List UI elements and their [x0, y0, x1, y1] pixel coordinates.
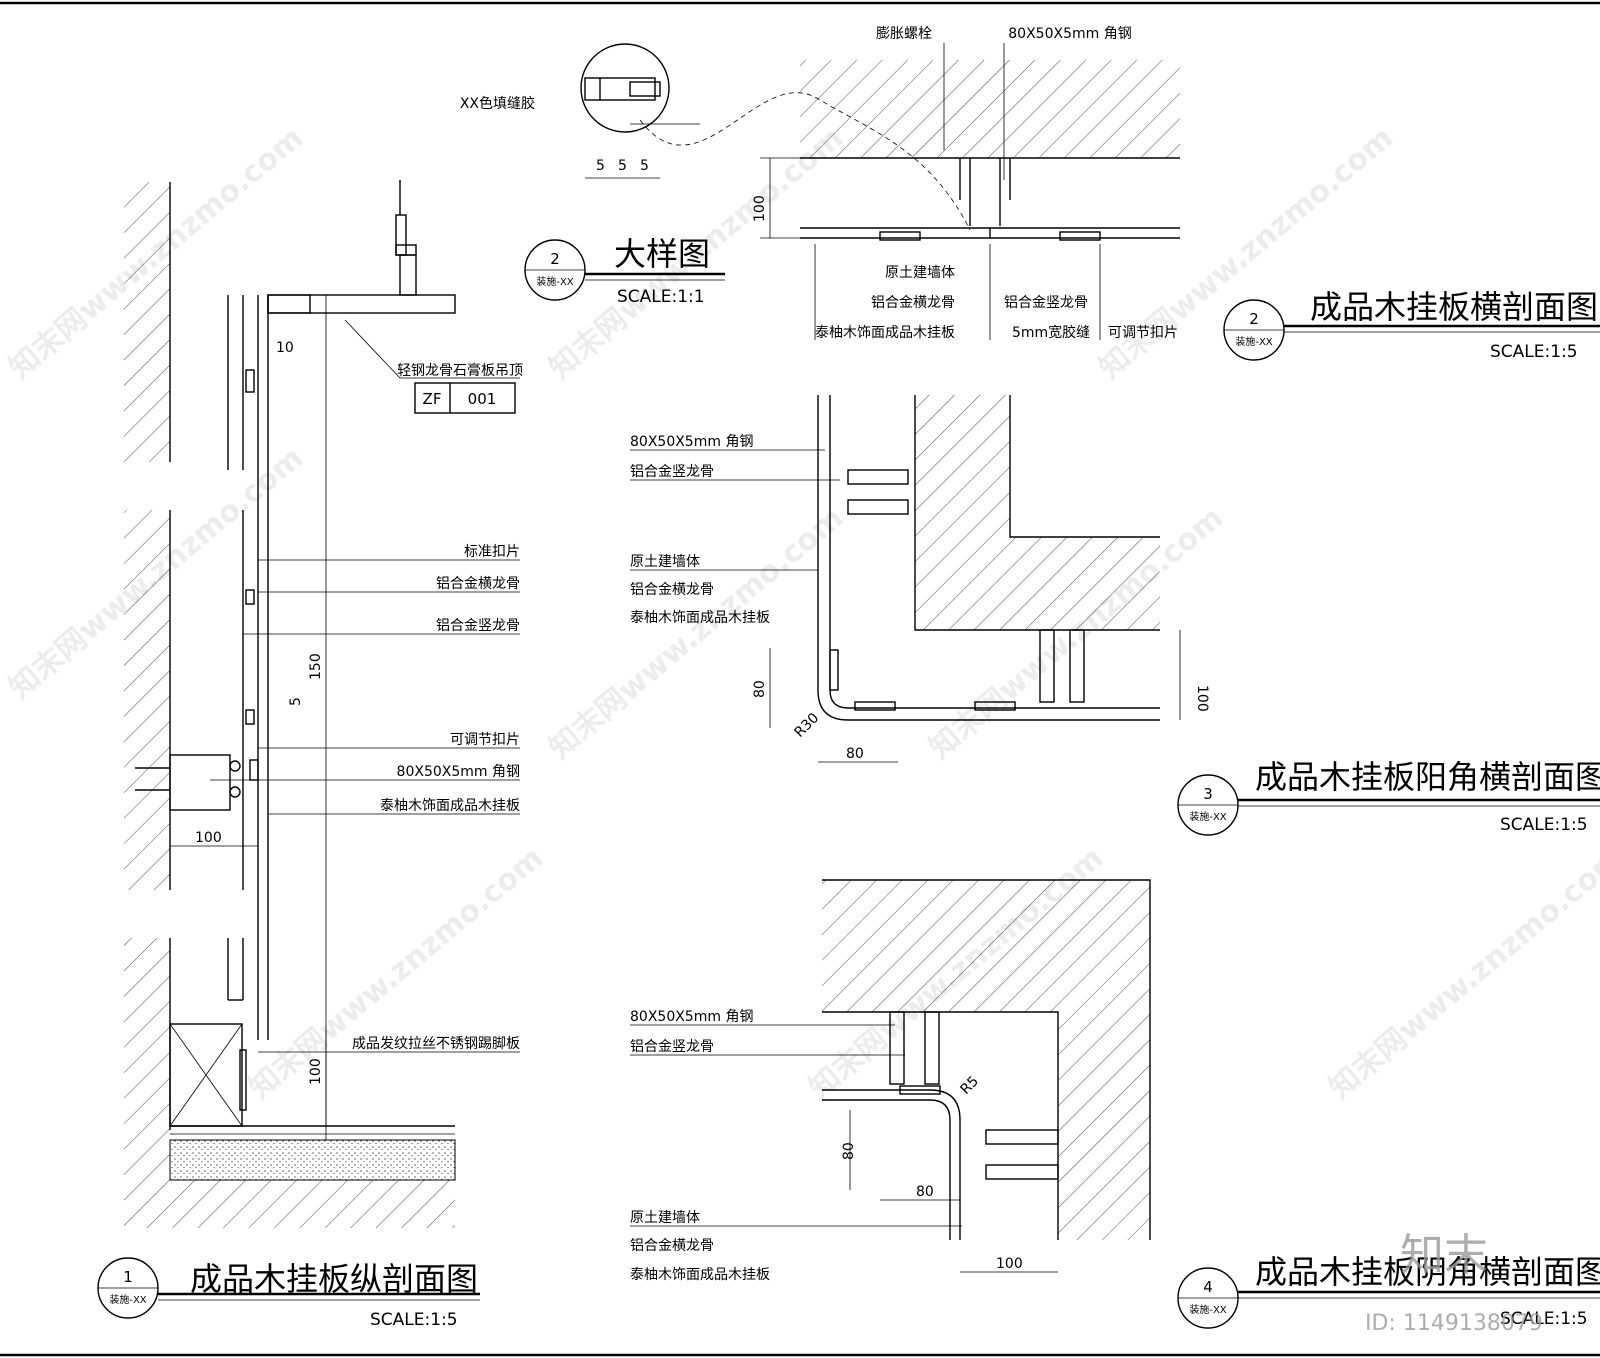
- dim-100-d3: 100: [1194, 685, 1210, 712]
- label-wall-2: 原土建墙体: [885, 265, 955, 281]
- label-vertical-keel-2: 铝合金竖龙骨: [1004, 295, 1088, 311]
- drawing-2-horizontal-section: [760, 60, 1180, 340]
- label-adjustable-clip: 可调节扣片: [450, 732, 520, 748]
- title-detail: 大样图: [614, 235, 710, 273]
- tag-right: 001: [468, 390, 497, 408]
- title-drawing-4: 成品木挂板阴角横剖面图: [1255, 1253, 1600, 1291]
- label-horizontal-keel-4: 铝合金横龙骨: [630, 1238, 714, 1254]
- bubble-sheet-2: 装施-XX: [1235, 335, 1272, 348]
- title-drawing-3: 成品木挂板阳角横剖面图: [1255, 758, 1600, 796]
- label-wood-panel-3: 泰柚木饰面成品木挂板: [630, 610, 770, 626]
- dim-80-vertical-d4: 80: [841, 1142, 857, 1160]
- label-horizontal-keel-2: 铝合金横龙骨: [871, 295, 955, 311]
- dim-100-horizontal: 100: [195, 830, 222, 846]
- title-blocks: [97, 239, 1600, 1329]
- detail-dim-2: 5: [618, 158, 627, 174]
- leader-lines: [210, 43, 1005, 1227]
- label-vertical-keel-3: 铝合金竖龙骨: [630, 464, 714, 480]
- wall-hatch: [800, 60, 1180, 158]
- scale-drawing-4: SCALE:1:5: [1500, 1309, 1588, 1329]
- watermark-4: 知末网www.znzmo.com: [543, 120, 850, 386]
- wall-hatch-middle: [124, 510, 170, 890]
- label-expansion-bolt: 膨胀螺栓: [876, 25, 932, 42]
- dim-5: 5: [288, 697, 304, 706]
- dim-100-d2: 100: [752, 195, 768, 222]
- label-wall-4: 原土建墙体: [630, 1210, 700, 1226]
- title-drawing-2: 成品木挂板横剖面图: [1310, 288, 1598, 326]
- label-ceiling: 轻钢龙骨石膏板吊顶: [397, 362, 523, 379]
- label-angle-steel-2: 80X50X5mm 角钢: [1008, 26, 1131, 42]
- wall-hatch-lower: [124, 938, 170, 1228]
- bubble-number-3: 3: [1203, 785, 1213, 803]
- floor-hatch: [170, 1180, 455, 1228]
- title-drawing-1: 成品木挂板纵剖面图: [190, 1260, 478, 1298]
- scale-detail: SCALE:1:1: [617, 287, 705, 307]
- bubble-number-2: 2: [1249, 310, 1259, 328]
- scale-drawing-2: SCALE:1:5: [1490, 342, 1578, 362]
- drawing-4-internal-corner: [822, 879, 1151, 1273]
- tag-left: ZF: [423, 390, 442, 408]
- bubble-sheet-4: 装施-XX: [1189, 1303, 1226, 1316]
- scale-drawing-1: SCALE:1:5: [370, 1310, 458, 1330]
- dim-r5: R5: [958, 1073, 982, 1097]
- watermark-9: 知末网www.znzmo.com: [1323, 840, 1600, 1106]
- label-wood-panel-4: 泰柚木饰面成品木挂板: [630, 1267, 770, 1283]
- bubble-sheet-1: 装施-XX: [109, 1293, 146, 1306]
- scale-drawing-3: SCALE:1:5: [1500, 815, 1588, 835]
- label-angle-steel-3: 80X50X5mm 角钢: [630, 434, 753, 450]
- image-id: ID: 1149138079: [1365, 1311, 1543, 1336]
- bubble-sheet-detail: 装施-XX: [536, 275, 573, 288]
- label-angle-steel-4: 80X50X5mm 角钢: [630, 1009, 753, 1025]
- dim-150: 150: [308, 653, 324, 680]
- label-sealant: XX色填缝胶: [460, 95, 535, 112]
- label-angle-steel: 80X50X5mm 角钢: [397, 764, 520, 780]
- watermark-3: 知末网www.znzmo.com: [243, 840, 550, 1106]
- label-skirting: 成品发纹拉丝不锈钢踢脚板: [352, 1036, 520, 1052]
- label-horizontal-keel: 铝合金横龙骨: [436, 576, 520, 592]
- label-vertical-keel: 铝合金竖龙骨: [436, 618, 520, 634]
- label-horizontal-keel-3: 铝合金横龙骨: [630, 582, 714, 598]
- dim-10: 10: [276, 340, 294, 356]
- label-glue-joint: 5mm宽胶缝: [1012, 324, 1090, 341]
- label-vertical-keel-4: 铝合金竖龙骨: [630, 1039, 714, 1055]
- floor-screed: [169, 1139, 456, 1181]
- bubble-sheet-3: 装施-XX: [1189, 810, 1226, 823]
- dim-80-horizontal-d4: 80: [916, 1184, 934, 1200]
- watermarks: 知末网www.znzmo.com 知末网www.znzmo.com 知末网www…: [3, 120, 1600, 1106]
- label-standard-clip: 标准扣片: [464, 544, 520, 560]
- bubble-number-detail: 2: [550, 250, 560, 268]
- dim-80-vertical-d3: 80: [752, 680, 768, 698]
- bubble-number-1: 1: [123, 1268, 133, 1286]
- wall-hatch-upper: [124, 182, 170, 462]
- label-wall-3: 原土建墙体: [630, 554, 700, 570]
- detail-dim-3: 5: [640, 158, 649, 174]
- bubble-number-4: 4: [1203, 1278, 1213, 1296]
- dim-100-d4: 100: [996, 1256, 1023, 1272]
- label-wood-panel: 泰柚木饰面成品木挂板: [380, 798, 520, 814]
- detail-dim-1: 5: [596, 158, 605, 174]
- drawing-3-external-corner: [769, 395, 1181, 763]
- brand-logo: 知末: [1400, 1230, 1488, 1281]
- tag-box: [414, 382, 516, 414]
- drawing-1-vertical-section: [124, 180, 456, 1228]
- dim-r30: R30: [792, 710, 823, 741]
- label-adjustable-clip-2: 可调节扣片: [1108, 325, 1178, 341]
- label-wood-panel-2: 泰柚木饰面成品木挂板: [815, 325, 955, 341]
- dim-100-vertical: 100: [308, 1058, 324, 1085]
- dim-80-horizontal-d3: 80: [846, 746, 864, 762]
